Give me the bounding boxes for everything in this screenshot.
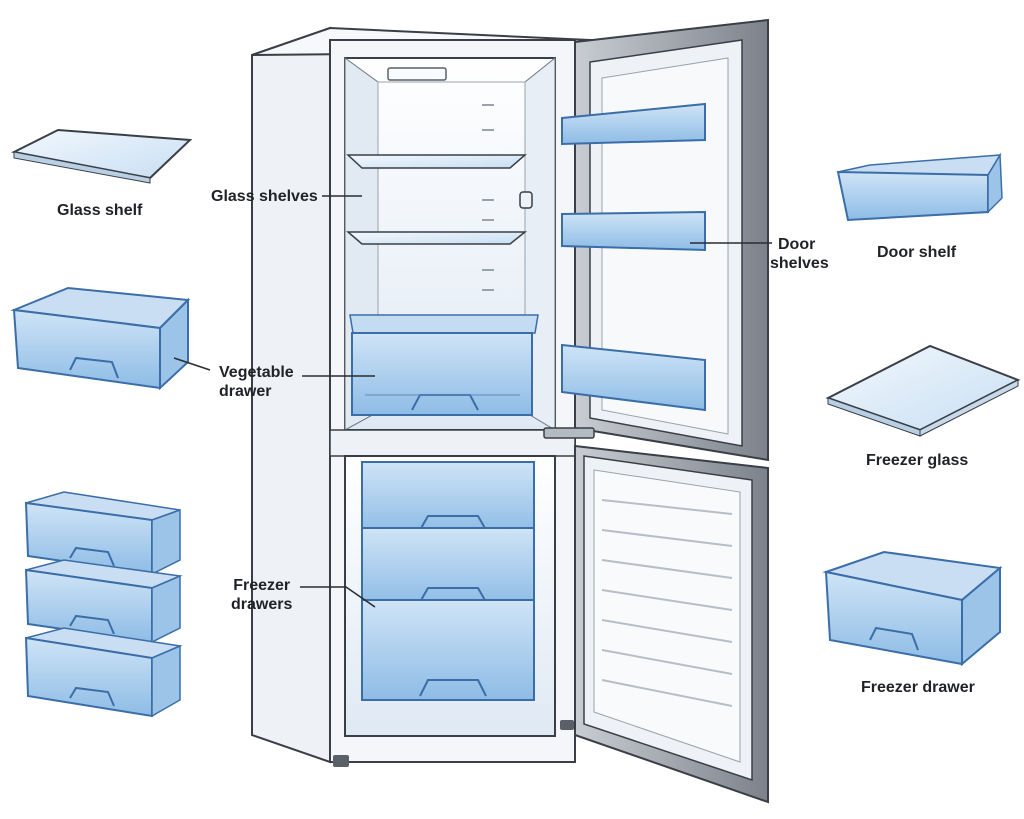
stacked-freezer-drawer xyxy=(24,627,183,718)
label-door-shelf: Door shelf xyxy=(877,244,957,261)
compartment-divider xyxy=(329,429,576,457)
ceiling-light xyxy=(387,67,447,81)
door-shelf-installed xyxy=(561,343,706,412)
door-panel-ribs xyxy=(601,499,733,707)
leader-lines xyxy=(173,195,772,608)
freezer-compartment xyxy=(344,455,556,737)
door-shelf-installed xyxy=(561,102,706,146)
door-shelf-installed xyxy=(561,210,706,252)
freezer-drawer-installed xyxy=(361,461,535,535)
label-vegetable-drawer: Vegetable drawer xyxy=(219,363,294,401)
upper-door xyxy=(543,18,769,462)
fridge-compartment xyxy=(344,56,556,431)
label-vegetable-drawer-line2: drawer xyxy=(219,383,272,400)
freezer-drawer-part xyxy=(822,550,1003,667)
stacked-freezer-drawer xyxy=(24,491,181,576)
door-shelf-part xyxy=(836,152,1003,222)
fridge-cabinet xyxy=(251,26,593,767)
cabinet-foot xyxy=(560,720,574,730)
label-freezer-drawers-line1: Freezer xyxy=(233,577,291,594)
stacked-freezer-drawer xyxy=(24,559,183,644)
label-door-shelves: Door shelves xyxy=(770,235,829,273)
freezer-drawer-installed xyxy=(361,527,535,607)
label-freezer-drawers-line2: drawers xyxy=(231,596,293,613)
label-freezer-drawers: Freezer drawers xyxy=(231,576,292,614)
door-hinge xyxy=(543,427,595,439)
label-glass-shelves: Glass shelves xyxy=(211,188,318,205)
leader-vegetable-drawer-left xyxy=(173,357,211,371)
interior-glass-shelf xyxy=(345,231,528,245)
thermostat-knob xyxy=(519,191,533,209)
label-door-shelves-line2: shelves xyxy=(770,255,829,272)
label-vegetable-drawer-line1: Vegetable xyxy=(219,364,294,381)
label-freezer-glass: Freezer glass xyxy=(866,452,969,469)
vegetable-drawer-part xyxy=(10,286,191,391)
freezer-glass-part xyxy=(825,344,1021,437)
leader-freezer-drawers xyxy=(300,586,376,608)
label-freezer-drawer: Freezer drawer xyxy=(861,679,975,696)
label-glass-shelf: Glass shelf xyxy=(57,202,143,219)
interior-glass-shelf xyxy=(346,154,528,169)
label-door-shelves-line1: Door xyxy=(778,236,816,253)
glass-shelf-part xyxy=(10,128,193,184)
freezer-drawer-installed xyxy=(361,599,535,701)
cabinet-foot xyxy=(333,755,349,767)
vegetable-drawer-installed xyxy=(349,314,539,416)
lower-door xyxy=(574,444,769,804)
freezer-drawers-stack-part xyxy=(24,491,183,718)
